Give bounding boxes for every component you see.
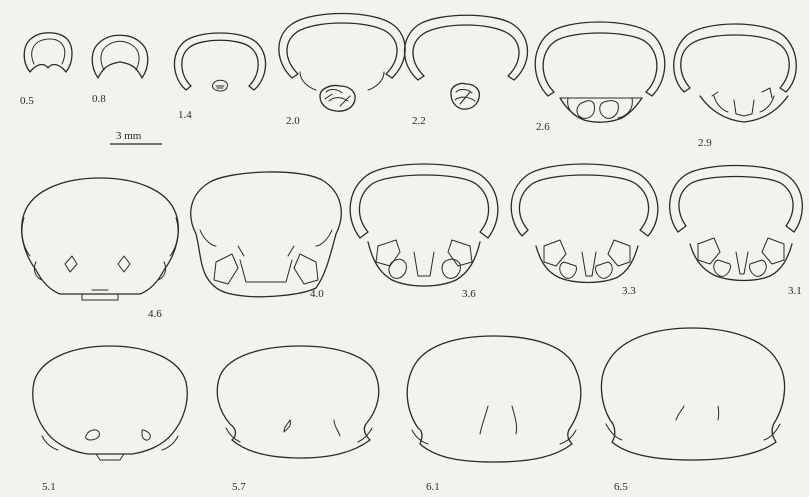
section-label: 2.9	[698, 137, 712, 149]
section-label: 4.6	[148, 308, 162, 320]
section-label: 1.4	[178, 109, 192, 121]
section-6-5	[601, 328, 784, 460]
section-3-6	[350, 164, 498, 286]
section-label: 5.7	[232, 481, 246, 493]
section-3-3	[511, 164, 658, 283]
section-label: 2.6	[536, 121, 550, 133]
section-5-7	[217, 346, 379, 458]
section-label: 5.1	[42, 481, 56, 493]
section-5-1	[33, 346, 187, 460]
section-6-1	[407, 336, 581, 462]
section-label: 4.0	[310, 288, 324, 300]
section-1-4	[174, 33, 265, 91]
section-label: 3.6	[462, 288, 476, 300]
section-label: 3.1	[788, 285, 802, 297]
section-4-6	[22, 178, 179, 300]
section-2-6	[535, 22, 665, 122]
section-label: 2.0	[286, 115, 300, 127]
section-label: 6.1	[426, 481, 440, 493]
section-2-2	[405, 15, 528, 109]
section-label: 3.3	[622, 285, 636, 297]
section-0-5	[24, 33, 72, 72]
section-label: 0.5	[20, 95, 34, 107]
section-3-1	[670, 166, 803, 281]
section-2-0	[279, 14, 405, 112]
scale-bar-label: 3 mm	[116, 130, 142, 142]
section-label: 2.2	[412, 115, 426, 127]
section-4-0	[191, 172, 342, 297]
section-0-8	[92, 35, 148, 78]
section-label: 6.5	[614, 481, 628, 493]
section-label: 0.8	[92, 93, 106, 105]
scale-bar: 3 mm	[110, 130, 162, 144]
section-2-9	[674, 24, 797, 122]
